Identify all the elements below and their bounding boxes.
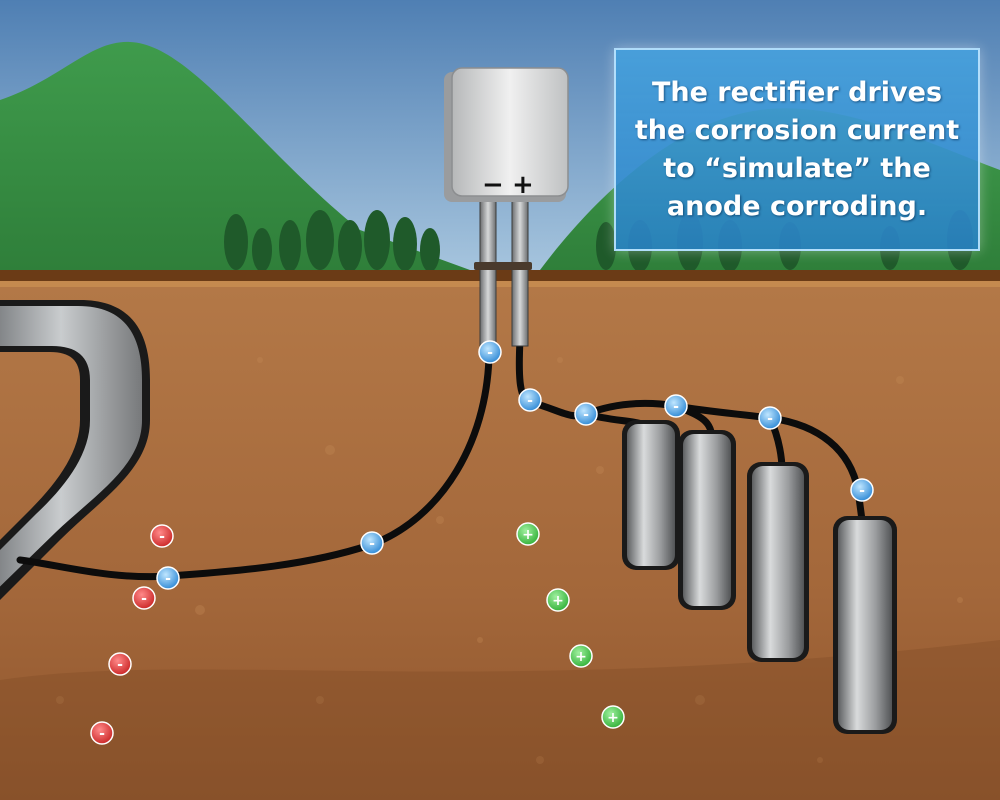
svg-text:-: -	[583, 407, 589, 423]
anode-1	[622, 420, 680, 570]
electron: -	[850, 478, 874, 502]
ground-edge	[0, 281, 1000, 287]
positive-charge: +	[601, 705, 625, 729]
svg-text:+: +	[552, 593, 564, 609]
negative-charge: -	[108, 652, 132, 676]
pipeline	[0, 306, 142, 587]
svg-text:-: -	[117, 657, 123, 673]
positive-charges: + + + +	[516, 522, 625, 729]
negative-charge: -	[90, 721, 114, 745]
anode-3	[747, 462, 809, 662]
positive-charge: +	[516, 522, 540, 546]
svg-text:-: -	[369, 536, 375, 552]
electron: -	[478, 340, 502, 364]
svg-text:-: -	[527, 393, 533, 409]
electrons: - - - - - - - -	[156, 340, 874, 590]
svg-text:-: -	[767, 411, 773, 427]
svg-text:-: -	[673, 399, 679, 415]
svg-text:-: -	[159, 529, 165, 545]
soil-texture	[56, 357, 963, 764]
caption-box: The rectifier drives the corrosion curre…	[614, 48, 980, 251]
positive-charge: +	[569, 644, 593, 668]
positive-charge: +	[546, 588, 570, 612]
deep-soil-band	[0, 640, 1000, 800]
svg-text:-: -	[141, 591, 147, 607]
caption-text: The rectifier drives the corrosion curre…	[634, 76, 960, 222]
electron: -	[156, 566, 180, 590]
negative-terminal-label: −	[482, 170, 504, 200]
anode-2	[678, 430, 736, 610]
svg-text:-: -	[99, 726, 105, 742]
left-hill	[0, 41, 470, 271]
electron: -	[574, 402, 598, 426]
electron: -	[518, 388, 542, 412]
electron: -	[664, 394, 688, 418]
electron: -	[360, 531, 384, 555]
tree-line-left	[224, 210, 440, 272]
svg-text:-: -	[165, 571, 171, 587]
electron: -	[758, 406, 782, 430]
ground-surface	[0, 270, 1000, 282]
negative-charge: -	[150, 524, 174, 548]
rectifier-box	[444, 67, 569, 202]
positive-terminal-label: +	[512, 170, 534, 200]
svg-text:+: +	[575, 649, 587, 665]
negative-charges: - - - -	[90, 524, 174, 745]
svg-text:+: +	[522, 527, 534, 543]
svg-text:+: +	[607, 710, 619, 726]
anode-4	[833, 516, 897, 734]
svg-text:-: -	[859, 483, 865, 499]
svg-text:-: -	[487, 345, 493, 361]
negative-charge: -	[132, 586, 156, 610]
negative-cable	[16, 336, 493, 581]
